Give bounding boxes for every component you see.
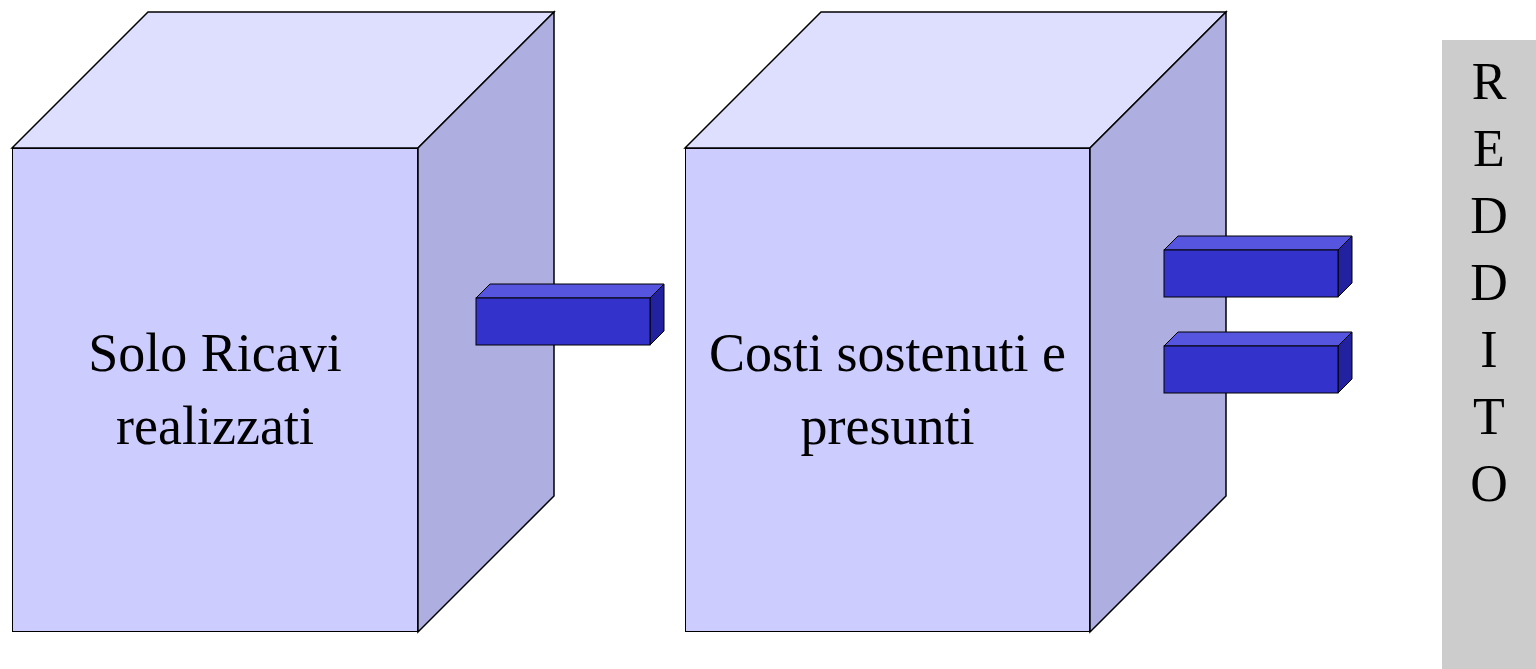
box-label: Solo Ricavi realizzati xyxy=(13,317,417,463)
result-band: REDDITO xyxy=(1442,40,1536,669)
cube-side-face xyxy=(1090,12,1226,632)
cube-box: Costi sostenuti e presunti xyxy=(685,148,1090,632)
vertical-label: REDDITO xyxy=(1468,40,1510,669)
minus-sign xyxy=(476,284,664,345)
cube-box: Solo Ricavi realizzati xyxy=(12,148,418,632)
box-label: Costi sostenuti e presunti xyxy=(686,317,1089,463)
equals-sign xyxy=(1164,236,1352,393)
